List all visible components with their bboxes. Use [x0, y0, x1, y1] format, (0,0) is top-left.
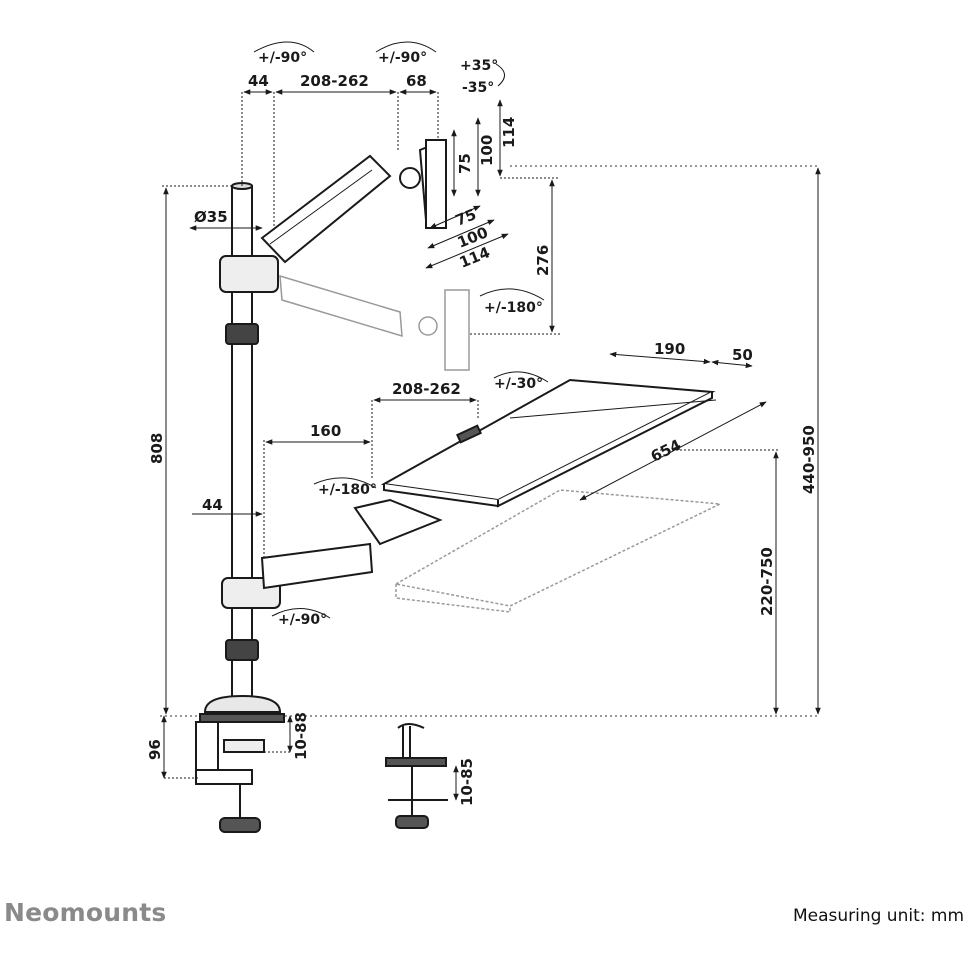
dim-vesa-v-114: 114 [500, 117, 518, 148]
dim-head-depth: 68 [406, 72, 427, 90]
measuring-unit: Measuring unit: mm [792, 906, 964, 926]
dim-pole-height: 808 [148, 433, 166, 464]
dim-tray-lip: 50 [732, 346, 753, 364]
dim-tray-offset: 160 [310, 422, 341, 440]
dim-vesa-v-100: 100 [478, 135, 496, 166]
dimension-lines [161, 41, 821, 801]
dim-pole-diameter: Ø35 [194, 208, 228, 226]
dim-top-arm-reach: 208-262 [300, 72, 369, 90]
dim-monitor-height-travel: 276 [534, 245, 552, 276]
keyboard-tray-ghost [393, 489, 723, 613]
rotation-label-keyboard-swivel: +/-90° [278, 612, 327, 628]
grommet-detail [385, 723, 448, 829]
rotation-label-monitor-swivel-right: +/-90° [378, 50, 427, 66]
dim-clamp-height: 96 [146, 739, 164, 760]
monitor-arm [219, 139, 448, 293]
rotation-label-monitor-swivel-left: +/-90° [258, 50, 307, 66]
dim-top-offset: 44 [248, 72, 269, 90]
brand-logo: Neomounts [4, 898, 167, 927]
monitor-arm-ghost [279, 274, 470, 371]
rotation-label-keyboard-tilt: +/-30° [494, 376, 543, 392]
dim-vesa-v-75: 75 [456, 153, 474, 174]
rotation-label-tilt-down: -35° [462, 80, 494, 96]
dim-lower-offset: 44 [202, 496, 223, 514]
dim-clamp-thickness: 10-88 [292, 712, 310, 760]
keyboard-arm [221, 498, 443, 609]
dim-tray-arm-reach: 208-262 [392, 380, 461, 398]
rotation-label-keyboard-rotate: +/-180° [318, 482, 377, 498]
dim-grommet-thickness: 10-85 [458, 758, 476, 806]
dim-tray-depth: 190 [654, 340, 685, 358]
desk-clamp [195, 694, 285, 833]
rotation-label-tilt-up: +35° [460, 58, 498, 74]
dim-tray-height-range: 220-750 [758, 547, 776, 616]
rotation-label-monitor-rotate: +/-180° [484, 300, 543, 316]
dim-overall-height: 440-950 [800, 425, 818, 494]
dim-tray-width: 654 [648, 436, 684, 466]
